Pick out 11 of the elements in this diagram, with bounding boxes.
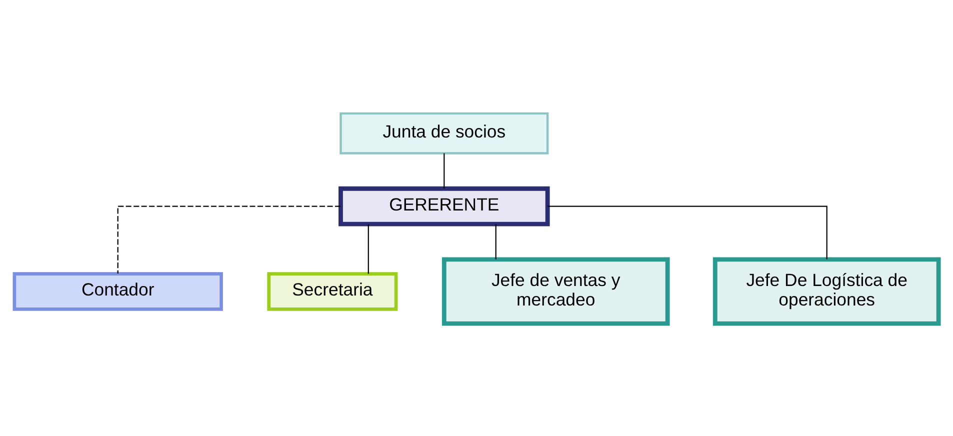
connector: [548, 205, 828, 259]
node-box: Jefe de ventas y mercadeo: [442, 256, 670, 326]
node-box: GERERENTE: [338, 186, 550, 226]
node-box: Contador: [12, 272, 223, 310]
node-box: Jefe De Logística de operaciones: [712, 256, 941, 326]
connector: [495, 224, 496, 259]
connector: [117, 205, 340, 273]
connector: [368, 224, 369, 274]
node-box: Junta de socios: [340, 112, 549, 154]
node-box: Secretaria: [267, 272, 398, 310]
connector: [444, 152, 445, 188]
